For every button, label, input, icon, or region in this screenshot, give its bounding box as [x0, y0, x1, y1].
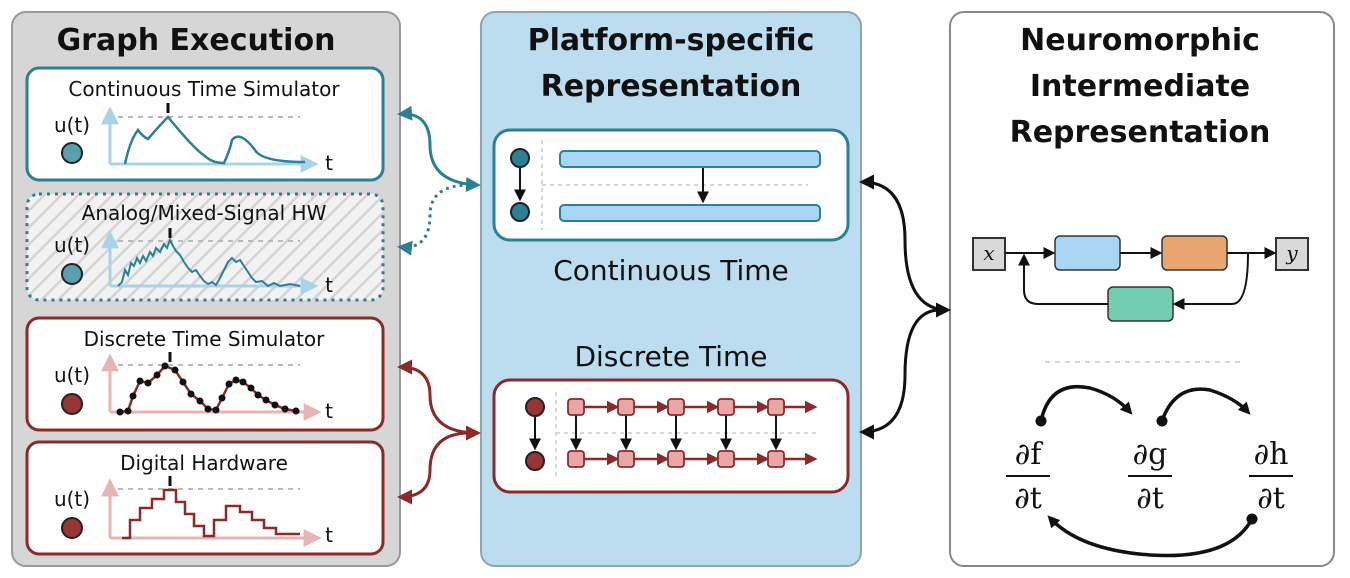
x-axis-label: t	[325, 151, 333, 175]
time-step-node	[767, 450, 785, 468]
time-step-node	[617, 450, 635, 468]
input-label: x	[983, 241, 994, 265]
derivative-h-denominator: ∂t	[1257, 481, 1285, 516]
continuous-time-label: Continuous Time	[553, 254, 789, 287]
neuron-dot-icon	[61, 393, 83, 415]
platform-title-line2: Representation	[541, 69, 802, 104]
card-label: Continuous Time Simulator	[68, 77, 340, 101]
continuous-time-box	[492, 128, 850, 242]
x-axis-label: t	[325, 273, 333, 297]
card-label: Digital Hardware	[120, 451, 288, 475]
discrete-time-grid	[567, 398, 818, 468]
nir-graph: x y	[972, 235, 1309, 322]
graph-execution-panel: Graph Execution Continuous Time Simulato…	[11, 11, 401, 567]
time-step-node	[667, 398, 685, 416]
analog-mixed-signal-card: Analog/Mixed-Signal HW u(t) t	[25, 192, 385, 302]
neuron-dot-icon	[61, 263, 83, 285]
red-arrow-lower	[397, 431, 471, 505]
output-label: y	[1285, 241, 1298, 265]
quantized-trace	[122, 488, 300, 540]
platform-panel: Platform-specific Representation Continu…	[480, 11, 862, 567]
noisy-voltage-trace	[117, 237, 301, 288]
digital-hardware-card: Digital Hardware u(t) t	[25, 440, 385, 556]
platform-title-line1: Platform-specific	[528, 23, 815, 58]
nir-title-line1: Neuromorphic	[1020, 23, 1260, 58]
derivative-g-denominator: ∂t	[1136, 481, 1164, 516]
time-step-node	[667, 450, 685, 468]
black-arrow-upper	[859, 174, 951, 318]
blue-block	[1054, 235, 1121, 271]
input-node	[972, 237, 1006, 271]
time-step-node	[717, 450, 735, 468]
derivative-f-denominator: ∂t	[1014, 481, 1042, 516]
derivatives: ∂f ∂t ∂g ∂t ∂h ∂t	[1006, 385, 1293, 558]
continuous-time-simulator-card: Continuous Time Simulator u(t) t	[25, 66, 385, 182]
green-block	[1107, 286, 1174, 322]
derivative-f-numerator: ∂f	[1015, 437, 1044, 472]
derivative-g-numerator: ∂g	[1133, 437, 1168, 472]
x-axis-label: t	[325, 523, 333, 547]
card-label: Discrete Time Simulator	[84, 327, 326, 351]
sample-points	[116, 362, 300, 416]
orange-block	[1161, 235, 1228, 271]
y-axis-label: u(t)	[54, 233, 90, 257]
x-axis-label: t	[325, 399, 333, 423]
black-arrow-lower	[859, 308, 941, 440]
time-step-node	[767, 398, 785, 416]
connector-arrows	[397, 105, 951, 505]
time-step-node	[617, 398, 635, 416]
y-axis-label: u(t)	[54, 113, 90, 137]
derivative-h-numerator: ∂h	[1254, 437, 1289, 472]
neuron-dot-icon	[61, 142, 83, 164]
discrete-time-label: Discrete Time	[574, 340, 767, 373]
time-step-node	[567, 450, 585, 468]
y-axis-label: u(t)	[54, 487, 90, 511]
voltage-trace	[123, 115, 306, 165]
time-step-node	[717, 398, 735, 416]
nir-panel: Neuromorphic Intermediate Representation…	[949, 11, 1335, 567]
discrete-time-box	[492, 378, 850, 494]
red-arrow-upper	[397, 359, 481, 441]
nir-title-line2: Intermediate	[1030, 69, 1250, 104]
teal-arrow-upper	[397, 105, 481, 192]
time-step-node	[567, 398, 585, 416]
nir-title-line3: Representation	[1010, 115, 1271, 150]
teal-arrow-dotted	[397, 183, 471, 256]
card-label: Analog/Mixed-Signal HW	[82, 201, 327, 225]
y-axis-label: u(t)	[54, 363, 90, 387]
neuron-dot-icon	[61, 517, 83, 539]
graph-execution-title: Graph Execution	[57, 23, 336, 58]
discrete-time-simulator-card: Discrete Time Simulator u(t) t	[25, 316, 385, 432]
